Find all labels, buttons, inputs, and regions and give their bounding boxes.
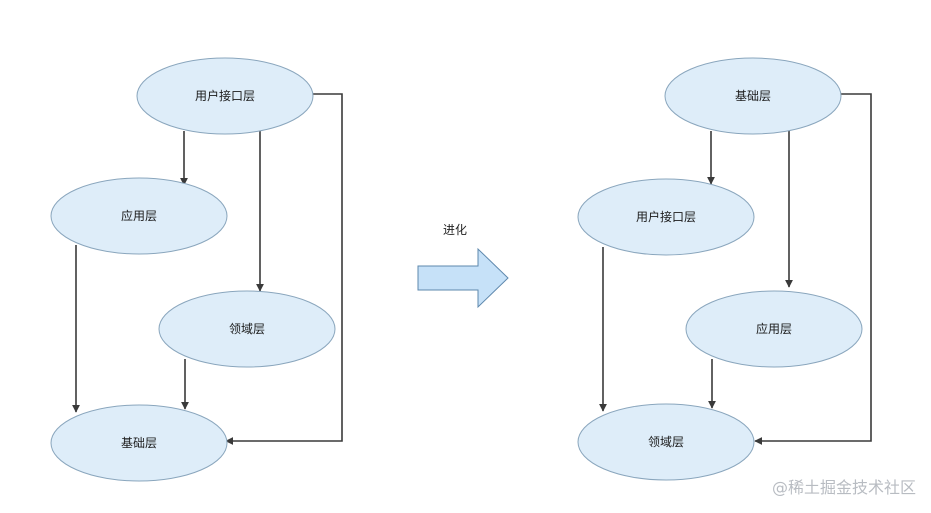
right-node-interface: 用户接口层 (577, 178, 755, 256)
left-node-interface-label: 用户接口层 (195, 88, 255, 103)
left-node-application: 应用层 (50, 177, 228, 255)
evolution-arrow-icon (417, 247, 509, 309)
left-diagram: 用户接口层 应用层 领域层 基础层 (50, 57, 343, 482)
right-diagram: 基础层 用户接口层 应用层 领域层 (577, 57, 872, 481)
right-node-infrastructure-label: 基础层 (735, 89, 771, 103)
left-node-domain-label: 领域层 (229, 322, 265, 336)
watermark: @稀土掘金技术社区 (772, 478, 916, 497)
right-node-application: 应用层 (685, 290, 863, 368)
right-node-domain-label: 领域层 (648, 435, 684, 449)
evolution-transition: 进化 (417, 223, 509, 309)
right-node-application-label: 应用层 (756, 321, 792, 336)
evolution-label: 进化 (443, 223, 467, 237)
right-edge-infrastructure-to-domain (754, 93, 872, 445)
right-node-domain: 领域层 (577, 403, 755, 481)
left-node-infrastructure-label: 基础层 (121, 436, 157, 450)
left-node-application-label: 应用层 (121, 208, 157, 223)
left-node-domain: 领域层 (158, 290, 336, 368)
right-node-interface-label: 用户接口层 (636, 209, 696, 224)
right-node-infrastructure: 基础层 (664, 57, 842, 135)
left-node-interface: 用户接口层 (136, 57, 314, 135)
left-edge-interface-to-infrastructure (225, 93, 343, 445)
left-node-infrastructure: 基础层 (50, 404, 228, 482)
